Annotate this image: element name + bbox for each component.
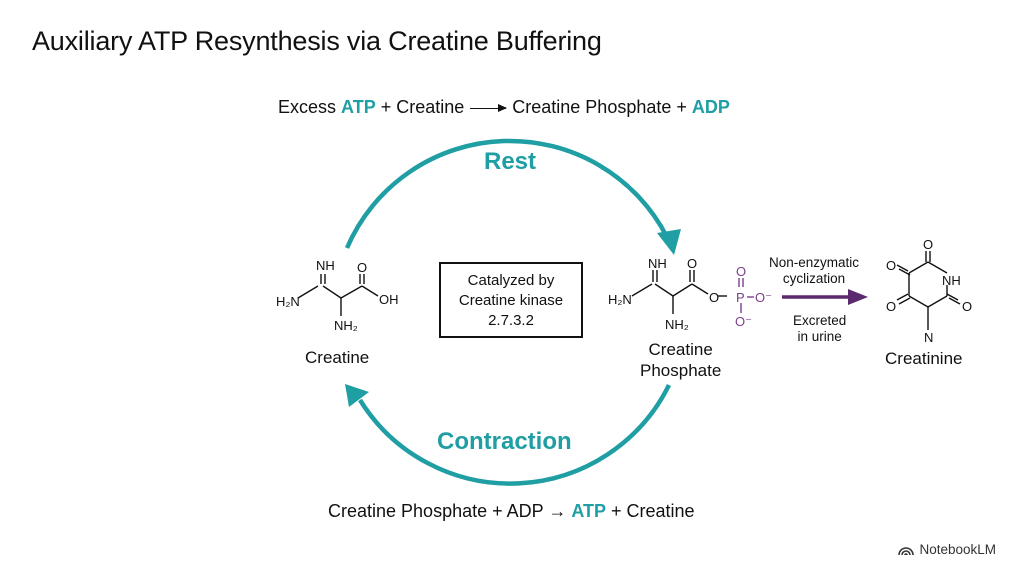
cp-h2n-label: H₂N — [608, 292, 632, 307]
cp-caption-line-1: Creatine — [648, 340, 713, 359]
enzyme-line-1: Catalyzed by — [467, 272, 555, 289]
cp-phosphorus-label: P — [736, 290, 745, 305]
cp-nh-label: NH — [648, 256, 667, 271]
brand-watermark: NotebookLM — [898, 542, 996, 557]
contraction-cycle-arc — [358, 384, 672, 486]
cp-o-carbonyl-label: O — [687, 256, 697, 271]
creatine-h2n-label: H₂N — [276, 294, 300, 309]
cp-o-minus-bottom-label: O⁻ — [735, 314, 752, 329]
creatinine-n-label: N — [924, 330, 933, 345]
cyclization-arrowhead-icon — [848, 289, 868, 305]
creatine-caption: Creatine — [305, 348, 370, 367]
notebooklm-logo-icon — [898, 546, 915, 555]
creatine-structure — [297, 274, 379, 316]
contraction-label: Contraction — [437, 428, 572, 455]
eq-top-part2: + Creatine — [375, 97, 465, 117]
cp-o-minus-right-label: O⁻ — [755, 290, 772, 305]
eq-top-atp: ATP — [341, 97, 376, 117]
excretion-line-1: Excreted — [793, 313, 847, 328]
cp-caption-line-2: Phosphate — [640, 361, 722, 380]
rest-cycle-arc — [344, 138, 669, 249]
eq-bottom-atp: ATP — [571, 501, 606, 521]
creatine-phosphate-structure — [631, 270, 727, 314]
eq-bottom-part1: Creatine Phosphate + ADP → — [328, 501, 572, 521]
enzyme-line-3: 2.7.3.2 — [488, 312, 534, 329]
rest-label: Rest — [484, 148, 537, 175]
enzyme-box: Catalyzed by Creatine kinase 2.7.3.2 — [439, 262, 583, 338]
brand-text: NotebookLM — [919, 542, 996, 557]
excretion-label: Excreted in urine — [793, 313, 846, 345]
creatine-nh-label: NH — [316, 258, 335, 273]
creatinine-structure — [896, 251, 961, 330]
contraction-equation: Creatine Phosphate + ADP → ATP + Creatin… — [328, 501, 695, 522]
creatinine-o-right-label: O — [962, 299, 972, 314]
contraction-arrowhead-icon — [345, 384, 369, 407]
eq-top-part3: Creatine Phosphate + — [512, 97, 692, 117]
rest-equation: Excess ATP + Creatine Creatine Phosphate … — [278, 97, 730, 118]
creatinine-caption: Creatinine — [885, 349, 963, 368]
diagram-title: Auxiliary ATP Resynthesis via Creatine B… — [32, 26, 602, 56]
enzyme-line-2: Creatine kinase — [458, 292, 564, 309]
cyclization-line-2: cyclization — [782, 271, 846, 286]
creatinine-o-top-label: O — [923, 237, 933, 252]
eq-bottom-part2: + Creatine — [606, 501, 695, 521]
eq-top-adp: ADP — [691, 97, 730, 117]
rest-arrowhead-icon — [657, 229, 681, 255]
creatine-nh2-label: NH₂ — [334, 318, 358, 333]
creatinine-o-lower-left-label: O — [886, 299, 896, 314]
creatinine-nh-label: NH — [942, 273, 961, 288]
cp-o-top-label: O — [736, 264, 746, 279]
creatine-phosphate-caption: Creatine Phosphate — [640, 339, 721, 381]
creatinine-o-upper-left-label: O — [886, 258, 896, 273]
excretion-line-2: in urine — [797, 329, 842, 344]
reaction-arrow-icon — [470, 103, 508, 112]
creatine-oh-label: OH — [379, 292, 399, 307]
cp-nh2-label: NH₂ — [665, 317, 689, 332]
creatine-o-label: O — [357, 260, 367, 275]
cp-o-ester-label: O — [709, 290, 719, 305]
eq-top-part1: Excess — [278, 97, 342, 117]
cyclization-line-1: Non-enzymatic — [769, 255, 860, 270]
cyclization-label: Non-enzymatic cyclization — [769, 255, 859, 287]
